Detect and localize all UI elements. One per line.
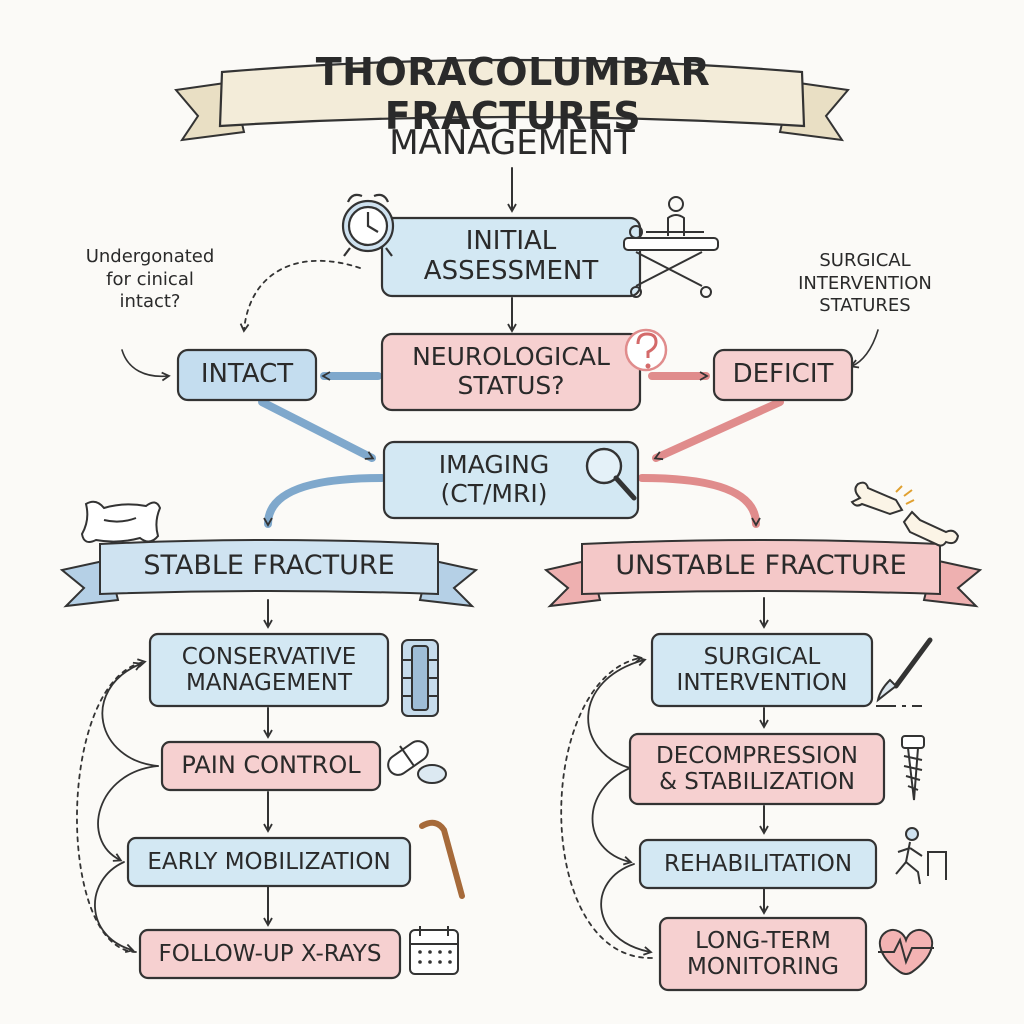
screw-icon [901,735,925,801]
pills-icon [387,740,447,784]
node-deficit: DEFICIT [732,359,834,390]
back-brace-icon [401,639,439,717]
node-intact: INTACT [200,359,294,390]
arrow-left-note [121,349,171,382]
arrow-intact-to-imaging [258,398,376,462]
node-surgical-intervention: SURGICAL INTERVENTION [676,643,848,696]
broken-bone-icon [850,481,960,547]
box-early-mobilization [126,836,412,888]
box-neurological-status [380,332,642,412]
node-follow-up-xrays: FOLLOW-UP X-RAYS [158,940,382,967]
unstable-ribbon [543,539,983,608]
box-long-term [658,916,868,992]
left-annotation: Undergonated for cinical intact? [85,246,215,312]
question-mark-icon [624,328,668,372]
magnifier-icon [585,447,637,501]
loop-monitoring-to-surgical-dashed [560,654,653,959]
heart-pulse-icon [878,928,934,975]
box-intact [176,348,318,402]
node-conservative-management: CONSERVATIVE MANAGEMENT [181,643,357,696]
node-pain-control: PAIN CONTROL [181,751,361,780]
arrow-imaging-to-unstable [638,474,761,528]
flow-arrows [76,167,879,959]
loop-pain-to-mobilization [97,765,159,862]
pillow-icon [80,500,162,543]
box-followup [138,928,402,980]
loop-followup-to-conservative-dashed [76,658,147,953]
loop-pain-to-conservative [101,661,159,767]
diagram-title: THORACOLUMBAR FRACTURES [315,50,711,138]
arrow-deficit-to-imaging [652,398,784,462]
arrow-imaging-to-stable [263,474,386,528]
box-rehabilitation [638,838,878,890]
box-decompression [628,732,886,806]
node-early-mobilization: EARLY MOBILIZATION [147,848,391,875]
box-pain-control [160,740,382,792]
calendar-icon [409,926,459,975]
diagram-subtitle: MANAGEMENT [389,123,635,164]
node-stable-fracture: STABLE FRACTURE [143,550,395,582]
node-unstable-fracture: UNSTABLE FRACTURE [615,550,907,582]
arrow-right-note [849,329,879,369]
node-decompression-stabilization: DECOMPRESSION & STABILIZATION [656,742,858,795]
scalpel-icon [876,637,933,707]
box-imaging [382,440,640,520]
node-imaging: IMAGING (CT/MRI) [438,450,550,508]
stable-ribbon [59,539,479,608]
node-neurological-status: NEUROLOGICAL STATUS? [412,342,610,400]
rehab-figure-icon [895,827,947,885]
title-banner [174,58,850,142]
loop-decompression-to-rehab [591,767,633,866]
alarm-clock-icon [341,193,395,257]
loop-decompression-to-surgical [587,656,647,769]
loop-mobilization-to-followup [94,861,135,954]
patient-stretcher-icon [623,196,719,298]
node-long-term-monitoring: LONG-TERM MONITORING [687,927,839,980]
node-rehabilitation: REHABILITATION [663,850,853,877]
box-deficit [712,348,854,402]
box-surgical [650,632,874,708]
right-annotation: SURGICAL INTERVENTION STATURES [798,250,932,316]
box-initial-assessment [380,216,642,298]
arrow-assessment-to-intact-dashed [239,259,361,333]
box-conservative [148,632,390,708]
loop-rehab-to-monitoring [600,863,653,956]
node-initial-assessment: INITIAL ASSESSMENT [423,226,599,286]
cane-icon [419,819,465,899]
boxes [126,216,886,992]
